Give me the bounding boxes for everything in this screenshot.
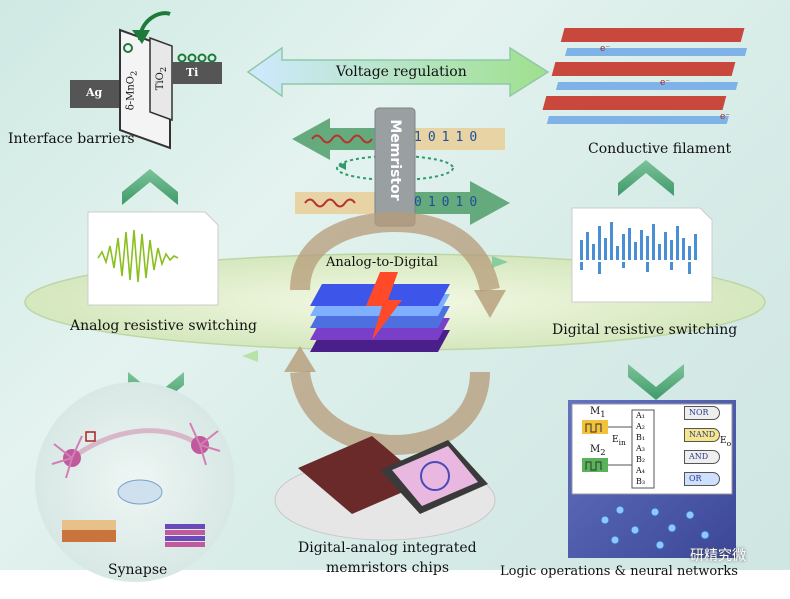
electron-label: e⁻ [660, 78, 671, 88]
voltage-regulation-label: Voltage regulation [336, 64, 467, 80]
electron-label: e⁻ [600, 44, 611, 54]
digital-bars-card [571, 207, 713, 303]
tio2-text: TiO [155, 72, 167, 91]
mno2-sub: 2 [128, 70, 139, 77]
chips-label-line1: Digital-analog integrated [298, 540, 477, 556]
bits-top-box [408, 128, 505, 150]
logic-input: B₂ [636, 455, 646, 464]
gate-nand: NAND [684, 428, 721, 442]
bit: 1 [455, 195, 470, 210]
bit: 0 [469, 195, 484, 210]
chevron-down-right-icon [628, 364, 684, 400]
bit: 1 [455, 130, 470, 145]
bit: 0 [469, 130, 484, 145]
logic-gates: NOR NAND AND OR [684, 406, 721, 486]
logic-input: A₄ [636, 466, 645, 475]
synapse-illustration [35, 382, 235, 582]
e-in-sub: in [618, 437, 626, 447]
e-out-sub: o [726, 438, 732, 448]
analog-switching-label: Analog resistive switching [70, 318, 257, 334]
voltage-regulation-arrow [246, 46, 550, 98]
e-in-text: E [612, 435, 619, 445]
loop-arrowhead [338, 162, 346, 170]
m2-sub: 2 [600, 447, 606, 457]
chips-label-line2: memristors chips [326, 560, 450, 576]
m1-label: M1 [590, 406, 606, 419]
logic-input: B₁ [636, 433, 646, 442]
m2-label: M2 [590, 444, 606, 457]
mno2-label: δ-MnO2 [125, 71, 138, 111]
filament-lattice [542, 28, 748, 124]
logic-input: A₂ [636, 422, 645, 431]
m1-sub: 1 [600, 409, 606, 419]
gate-and: AND [684, 450, 721, 464]
ag-label: Ag [86, 86, 103, 99]
logic-label: Logic operations & neural networks [500, 564, 738, 579]
m2-text: M [590, 444, 601, 455]
ti-label: Ti [186, 66, 199, 79]
bit: 0 [427, 130, 442, 145]
logic-input: B₃ [636, 477, 646, 486]
logic-input: A₃ [636, 444, 645, 453]
e-in-label: Ein [612, 435, 626, 447]
band-diagram [70, 11, 222, 150]
e-out-text: E [720, 436, 727, 446]
bits-bottom: 01010 [414, 195, 483, 210]
ellipse-arrowhead-left [242, 350, 258, 362]
chevron-up-right-icon [618, 160, 674, 196]
mno2-text: δ-MnO [125, 76, 137, 111]
curved-arrow-top [290, 211, 500, 293]
interface-barriers-label: Interface barriers [8, 131, 135, 147]
memristor-chips [274, 436, 496, 541]
curved-arrowhead-top [474, 290, 506, 318]
watermark-label: 研精究微 [690, 548, 746, 564]
tio2-label: TiO2 [155, 67, 168, 90]
synapse-label: Synapse [108, 562, 168, 578]
bit: 1 [427, 195, 442, 210]
digital-switching-label: Digital resistive switching [552, 322, 738, 338]
curved-arrow-bottom [290, 370, 490, 456]
logic-input: A₁ [636, 411, 645, 420]
logic-inputs: A₁ A₂ B₁ A₃ B₂ A₄ B₃ [636, 410, 656, 487]
memristor-label: Memristor [387, 119, 403, 201]
curved-arrowhead-bottom [284, 346, 316, 372]
wave-signal-top [311, 134, 373, 144]
gate-or: OR [684, 472, 721, 486]
analog-waveform-card [87, 211, 219, 306]
conductive-filament-label: Conductive filament [588, 141, 732, 157]
chevron-up-left-icon [122, 169, 178, 205]
bit: 0 [414, 195, 428, 210]
e-out-label: Eo [720, 436, 731, 448]
tio2-sub: 2 [158, 66, 169, 73]
layered-device [310, 272, 450, 352]
bits-top: 10110 [414, 130, 483, 145]
electron-label: e⁻ [720, 112, 731, 122]
bit: 0 [441, 195, 456, 210]
analog-to-digital-label: Analog-to-Digital [326, 255, 438, 270]
bit: 1 [441, 130, 456, 145]
wave-signal-bottom [304, 198, 356, 208]
gate-nor: NOR [684, 406, 721, 420]
bit: 1 [414, 130, 428, 145]
m1-text: M [590, 406, 601, 417]
ellipse-arrowhead-right [492, 256, 508, 268]
lightning-bolt-icon [366, 272, 402, 340]
